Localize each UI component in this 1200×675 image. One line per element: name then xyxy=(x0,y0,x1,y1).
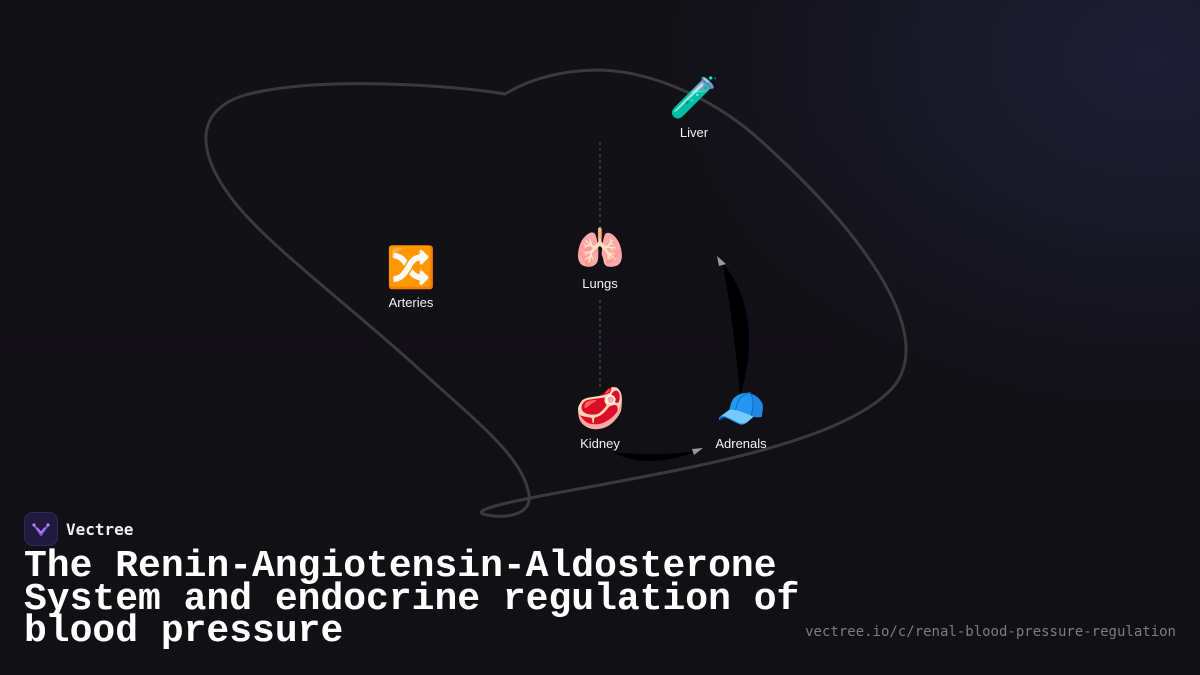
test-tube-icon: 🧪 xyxy=(669,75,719,120)
node-label: Liver xyxy=(679,125,709,140)
edge-adrenals-to-liver xyxy=(722,262,750,396)
node-lungs[interactable]: 🫁 Lungs xyxy=(545,225,655,292)
edge-kidney-to-adrenals xyxy=(612,451,697,461)
background-loop xyxy=(204,68,908,518)
node-adrenals[interactable]: 🧢 Adrenals xyxy=(686,385,796,452)
node-arteries[interactable]: 🔀 Arteries xyxy=(356,244,466,311)
node-label: Adrenals xyxy=(715,436,767,451)
brand-name: Vectree xyxy=(66,519,134,539)
lungs-icon: 🫁 xyxy=(575,226,625,271)
vectree-logo-mark xyxy=(32,523,50,536)
node-liver[interactable]: 🧪 Liver xyxy=(639,74,749,141)
page-url[interactable]: vectree.io/c/renal-blood-pressure-regula… xyxy=(805,624,1176,640)
vectree-logo-icon xyxy=(24,512,58,546)
edge-adrenals-to-liver-arrowhead xyxy=(717,256,726,266)
node-kidney[interactable]: 🥩 Kidney xyxy=(545,385,655,452)
meat-icon: 🥩 xyxy=(575,386,625,431)
brand[interactable]: Vectree xyxy=(24,512,133,546)
node-label: Arteries xyxy=(388,295,434,310)
page-title: The Renin-Angiotensin-Aldosterone System… xyxy=(24,545,800,653)
shuffle-arrows-icon: 🔀 xyxy=(386,245,436,290)
cap-icon: 🧢 xyxy=(716,386,766,431)
node-label: Kidney xyxy=(580,436,620,451)
edge-kidney-to-adrenals-arrowhead xyxy=(692,448,703,455)
node-label: Lungs xyxy=(582,276,618,291)
